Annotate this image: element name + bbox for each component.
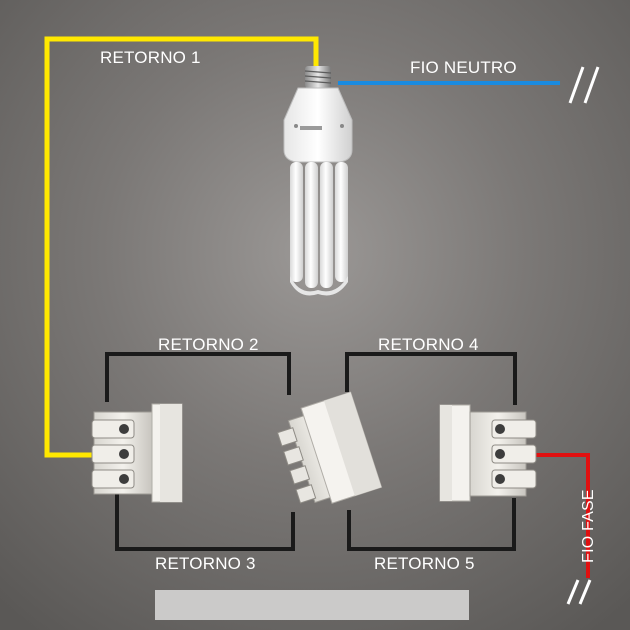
label-fio-neutro: FIO NEUTRO: [410, 58, 517, 77]
wire-retorno-2: [105, 352, 291, 402]
three-way-switch-icon: [91, 403, 183, 503]
label-retorno-3: RETORNO 3: [155, 554, 256, 573]
neutral-break-mark: [568, 66, 600, 104]
three-way-switch-icon: [439, 404, 537, 502]
label-retorno-4: RETORNO 4: [378, 335, 479, 354]
label-fio-fase: FIO FASE: [580, 489, 597, 563]
wire-fio-fase: [535, 453, 590, 578]
caption-bar: [155, 590, 469, 620]
wire-retorno-3: [115, 490, 295, 551]
wire-retorno-4: [345, 352, 517, 405]
label-retorno-1: RETORNO 1: [100, 48, 201, 67]
lamp-icon: [283, 66, 353, 296]
wire-retorno-5: [347, 498, 516, 551]
label-retorno-5: RETORNO 5: [374, 554, 475, 573]
four-way-switch-icon: [276, 391, 383, 504]
wire-retorno-1: [44, 36, 319, 458]
return-wires: [105, 352, 517, 551]
phase-break-mark: [566, 579, 592, 605]
label-retorno-2: RETORNO 2: [158, 335, 259, 354]
